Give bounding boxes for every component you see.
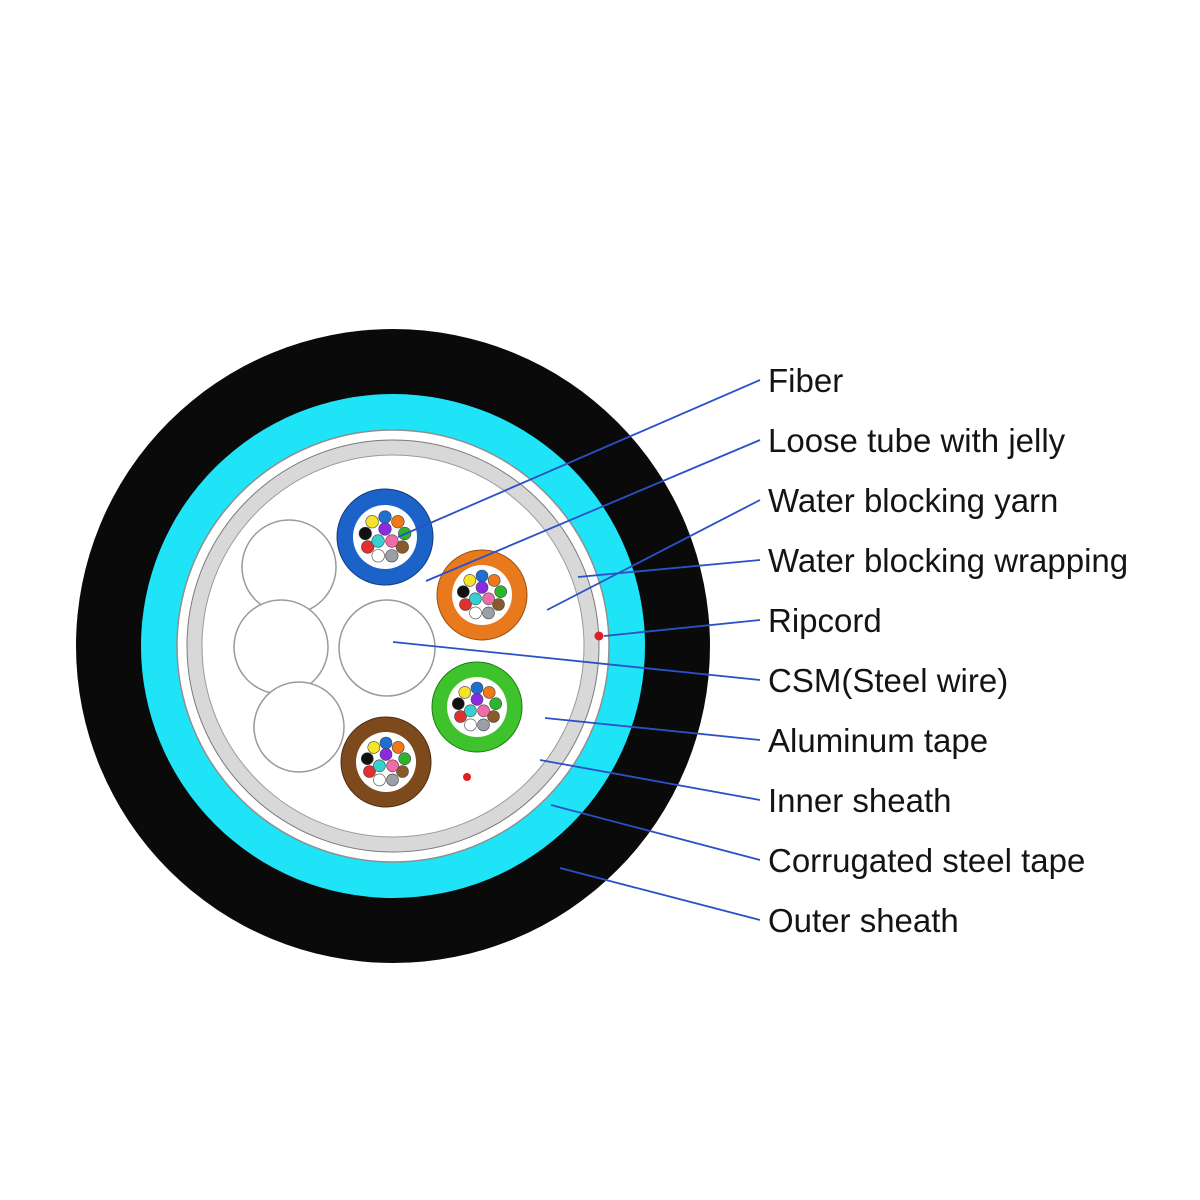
fiber-dot (386, 759, 399, 773)
fiber-dot (371, 534, 385, 548)
fiber-dot (459, 598, 472, 611)
fiber-dot (469, 606, 482, 620)
fiber-dot (379, 736, 393, 750)
fiber-dot (475, 581, 489, 594)
fiber-dot (396, 765, 409, 778)
label-column: Fiber Loose tube with jelly Water blocki… (768, 362, 1128, 939)
fiber-dot (487, 710, 500, 723)
fiber-bundle (456, 569, 508, 620)
fiber-dot (477, 704, 490, 718)
fiber-bundle (360, 736, 412, 787)
fiber-dot (456, 585, 470, 599)
ripcord-dot (463, 773, 471, 781)
fiber-dot (494, 585, 508, 599)
fiber-dot (395, 540, 409, 554)
leader-lines (392, 379, 761, 921)
fiber-dot (378, 510, 392, 524)
label-water-blocking-yarn: Water blocking yarn (768, 482, 1058, 519)
fiber-bundle (358, 510, 412, 563)
leader-aluminum-tape (544, 717, 761, 741)
label-csm-steel-wire: CSM(Steel wire) (768, 662, 1008, 699)
leader-ripcord (603, 619, 761, 637)
fiber-dot (373, 773, 386, 787)
fiber-dot (492, 598, 505, 611)
fiber-dot (373, 759, 386, 773)
loose-tube-green (431, 661, 523, 753)
fiber-dot (363, 765, 376, 778)
label-ripcord: Ripcord (768, 602, 882, 639)
fiber-dot (489, 697, 503, 711)
fiber-dot (360, 752, 374, 766)
fiber-dot (371, 549, 385, 563)
leader-inner-sheath (539, 759, 761, 801)
leader-water-blocking-yarn (546, 499, 761, 611)
leader-csm-steel-wire (392, 641, 761, 681)
label-fiber: Fiber (768, 362, 843, 399)
fiber-dot (367, 741, 381, 754)
fiber-dot (482, 606, 495, 620)
leader-loose-tube (425, 439, 761, 582)
fiber-dot (482, 686, 496, 699)
label-corrugated-steel-tape: Corrugated steel tape (768, 842, 1085, 879)
filler-rod (241, 519, 337, 615)
fiber-dot (386, 773, 399, 787)
fiber-dot (358, 526, 372, 541)
fiber-bundle (451, 681, 503, 732)
label-inner-sheath: Inner sheath (768, 782, 951, 819)
leader-fiber (397, 379, 761, 538)
fiber-dot (482, 592, 495, 606)
cable-cross-section (76, 329, 710, 963)
fiber-dot (361, 540, 375, 554)
label-loose-tube: Loose tube with jelly (768, 422, 1066, 459)
label-outer-sheath: Outer sheath (768, 902, 959, 939)
fiber-dot (379, 748, 393, 761)
fiber-dot (365, 515, 379, 529)
fiber-dot (470, 681, 484, 695)
fiber-dot (454, 710, 467, 723)
fiber-dot (464, 704, 477, 718)
fiber-dot (391, 515, 405, 529)
label-aluminum-tape: Aluminum tape (768, 722, 988, 759)
loose-tube-brown (340, 716, 432, 808)
fiber-dot (451, 697, 465, 711)
fiber-dot (463, 574, 477, 587)
fiber-dot (477, 718, 490, 732)
fiber-dot (475, 569, 489, 583)
loose-tube-orange (436, 549, 528, 641)
fiber-dot (458, 686, 472, 699)
fiber-dot (385, 549, 399, 563)
filler-rod (233, 599, 329, 695)
fiber-dot (391, 741, 405, 754)
csm-steel-wire-circle (338, 599, 436, 697)
leader-water-blocking-wrapping (577, 559, 761, 578)
loose-tube-blue (336, 488, 434, 586)
fiber-dot (385, 534, 399, 548)
fiber-dot (487, 574, 501, 587)
label-water-blocking-wrapping: Water blocking wrapping (768, 542, 1128, 579)
leader-outer-sheath (559, 867, 761, 921)
fiber-dot (378, 522, 392, 536)
leader-corrugated-steel-tape (550, 804, 761, 861)
fiber-dot (464, 718, 477, 732)
filler-rod (253, 681, 345, 773)
fiber-dot (398, 752, 412, 766)
ripcord-dot (594, 631, 604, 641)
fiber-dot (470, 693, 484, 706)
fiber-dot (469, 592, 482, 606)
